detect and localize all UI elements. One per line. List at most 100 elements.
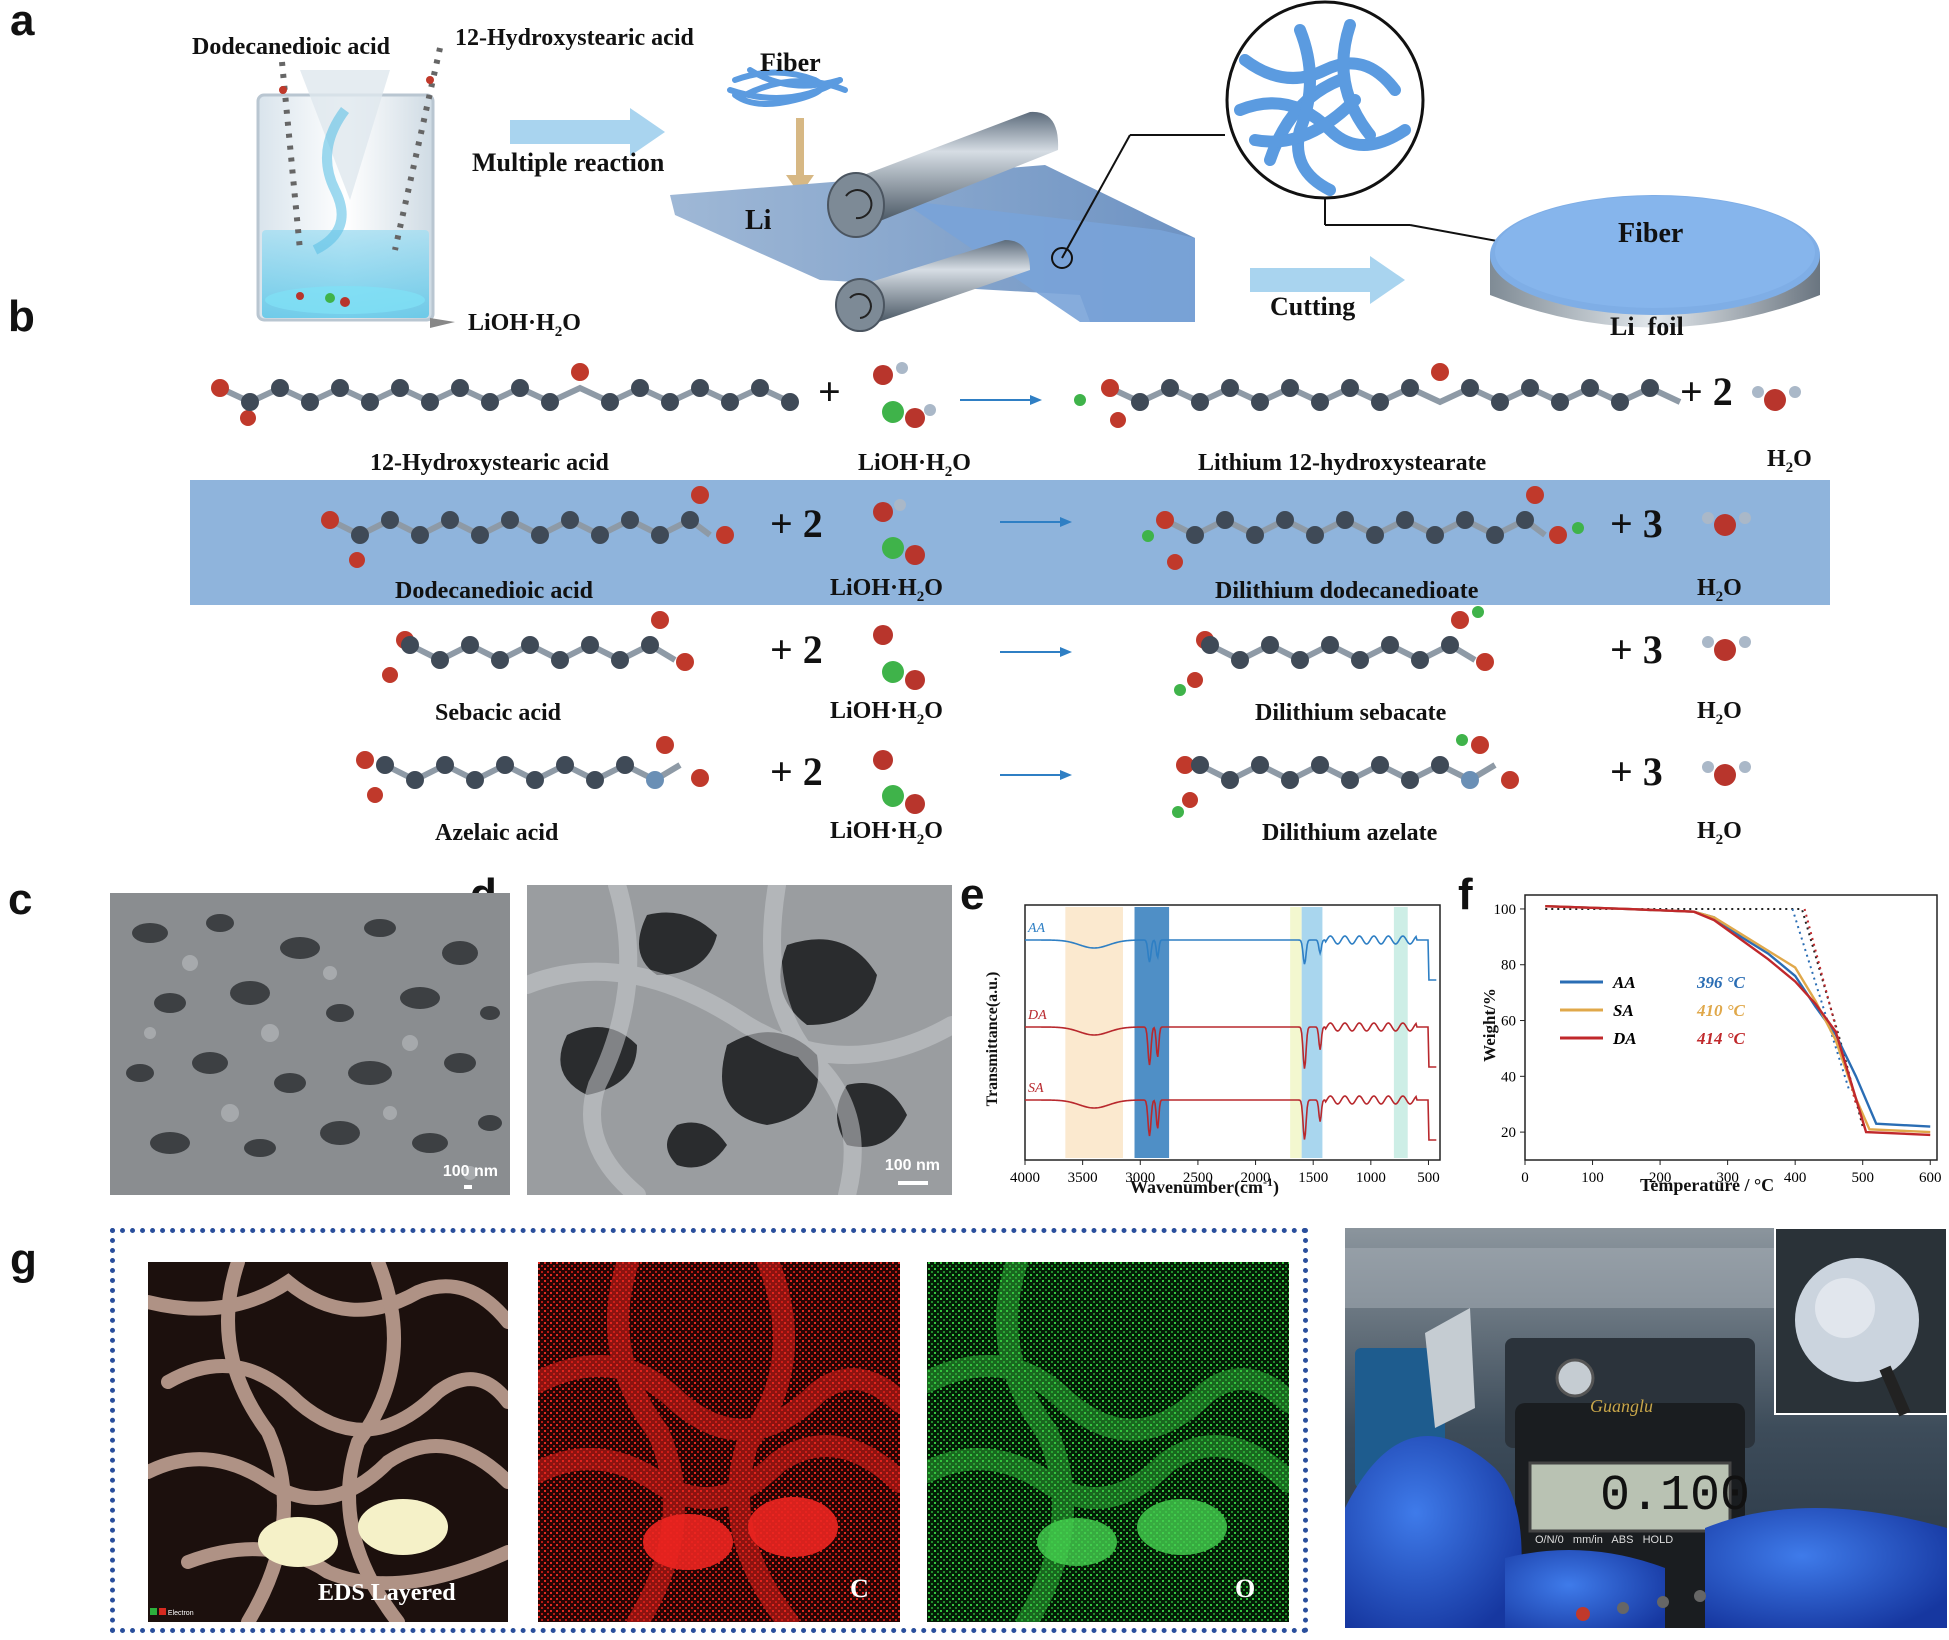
tga-legend-onset-SA: 410 °C [1696, 1001, 1746, 1020]
label-dodecanedioic: Dodecanedioic acid [192, 34, 390, 60]
row2-coef: + 2 [770, 501, 823, 546]
row4-water: H2O [1697, 818, 1742, 848]
row4-atoms [356, 734, 1751, 818]
sem-texture-d [527, 885, 952, 1195]
btn-mm-in: mm/in [1572, 1534, 1603, 1546]
eds-oxygen-label: O [1235, 1574, 1256, 1603]
legend-green-swatch [150, 1608, 157, 1615]
row4-water-coef: + 3 [1610, 749, 1663, 794]
tga-xtick-label-2: 200 [1649, 1170, 1672, 1186]
tga-xtick-label-1: 100 [1581, 1170, 1604, 1186]
ftir-series-DA [1024, 1021, 1437, 1069]
panel-label-g: g [10, 1235, 37, 1284]
row1-plus: + [818, 369, 841, 414]
scale-label-c: 100 nm [442, 1163, 498, 1180]
eds-carbon-label: C [850, 1574, 869, 1603]
label-li-foil: Li foil [1610, 312, 1684, 341]
tga-xtick-label-4: 400 [1784, 1170, 1807, 1186]
row1-reagent: LiOH·H2O [858, 450, 971, 480]
row1-reactant: 12-Hydroxystearic acid [370, 450, 609, 476]
ftir-xtick-label-7: 500 [1417, 1170, 1440, 1186]
ftir-xtick-label-1: 3500 [1068, 1170, 1098, 1186]
sem-texture-c [110, 893, 510, 1195]
drop-arrow [786, 118, 814, 195]
ftir-xtick-label-5: 1500 [1298, 1170, 1328, 1186]
chart-e-xlabel: Wavenumber(cm-1) [1130, 1175, 1279, 1197]
panel-label-a: a [10, 0, 35, 45]
tga-xtick-label-5: 500 [1851, 1170, 1874, 1186]
ftir-series-label-SA: SA [1028, 1081, 1044, 1096]
eds-legend: Electron [150, 1608, 194, 1617]
btn-hold: HOLD [1642, 1534, 1674, 1546]
scale-label-d: 100 nm [884, 1157, 940, 1174]
reaction-molecules [211, 362, 1801, 818]
legend-red-swatch [158, 1608, 166, 1615]
tga-legend-onset-AA: 396 °C [1696, 973, 1746, 992]
row1-product: Lithium 12-hydroxystearate [1198, 450, 1487, 476]
chart-f-xlabel: Temperature / °C [1640, 1175, 1775, 1195]
label-multiple-reaction: Multiple reaction [472, 148, 665, 177]
row4-reagent: LiOH·H2O [830, 818, 943, 848]
row3-reactant: Sebacic acid [435, 700, 561, 726]
cutting-arrow [1250, 256, 1405, 304]
row2-atoms [321, 486, 1751, 570]
chart-f-ylabel: Weight/% [1480, 988, 1499, 1062]
row3-atoms [382, 606, 1751, 696]
ftir-xtick-label-4: 2000 [1241, 1170, 1271, 1186]
tga-legend-name-DA: DA [1612, 1029, 1637, 1048]
btn-abs: ABS [1611, 1534, 1634, 1546]
panel-label-e: e [960, 870, 985, 919]
tga-ytick-label-2: 60 [1501, 1014, 1516, 1030]
row2-water: H2O [1697, 575, 1742, 605]
reaction-arrow [510, 108, 665, 156]
eds-carbon-map: C [538, 1262, 900, 1622]
micrometer-photo: Guanglu 0.100 O/N/0 mm/in ABS HOLD [1345, 1228, 1947, 1628]
ftir-band-2 [1290, 907, 1302, 1158]
micrometer-buttons: O/N/0 mm/in ABS HOLD [1535, 1534, 1673, 1546]
label-fiber-top: Fiber [760, 48, 821, 77]
tga-legend-name-SA: SA [1613, 1001, 1634, 1020]
zoom-callout [1051, 0, 1601, 269]
ftir-xtick-label-3: 2500 [1183, 1170, 1213, 1186]
tga-xtick-label-0: 0 [1521, 1170, 1529, 1186]
row4-product: Dilithium azelate [1262, 820, 1438, 846]
fiber-cluster [727, 67, 848, 107]
row1-atoms [211, 362, 1801, 428]
label-fiber-disc: Fiber [1618, 218, 1684, 249]
ftir-xtick-label-2: 3000 [1125, 1170, 1155, 1186]
btn-on-off: O/N/0 [1535, 1534, 1564, 1546]
label-li: Li [745, 205, 772, 236]
row2-water-coef: + 3 [1610, 501, 1663, 546]
ftir-series-SA [1024, 1094, 1437, 1141]
row4-reactant: Azelaic acid [435, 820, 559, 846]
row2-reagent: LiOH·H2O [830, 575, 943, 605]
panel-label-b: b [8, 292, 35, 341]
eds-frame [110, 1228, 1308, 1633]
sem-image-d: 100 nm [527, 885, 952, 1195]
ftir-xtick-label-0: 4000 [1010, 1170, 1040, 1186]
tga-ytick-label-1: 40 [1501, 1069, 1516, 1085]
rollers [827, 111, 1059, 332]
panel-a-illustration [256, 0, 1820, 332]
tga-frame [1524, 894, 1938, 1161]
tga-tangent-AA [1791, 908, 1851, 1091]
ftir-frame [1024, 904, 1441, 1161]
eds-layered-label: EDS Layered [318, 1580, 456, 1606]
ftir-band-3 [1301, 907, 1323, 1158]
row3-coef: + 2 [770, 627, 823, 672]
chart-e-ylabel: Transmittance(a.u.) [984, 971, 1001, 1107]
row2-reactant: Dodecanedioic acid [395, 578, 593, 604]
label-lioh: LiOH·H2O [468, 310, 581, 340]
ftir-xtick-label-6: 1000 [1356, 1170, 1386, 1186]
tga-xtick-label-6: 600 [1919, 1170, 1942, 1186]
row3-water-coef: + 3 [1610, 627, 1663, 672]
label-hydroxystearic: 12-Hydroxystearic acid [455, 25, 694, 51]
ftir-series-label-DA: DA [1027, 1008, 1047, 1023]
panel-a: Dodecanedioic acid 12-Hydroxystearic aci… [0, 0, 1949, 350]
panel-b: + + 2 12-Hydroxystearic acid LiOH·H2O Li… [0, 350, 1949, 850]
row3-water: H2O [1697, 698, 1742, 728]
tga-legend-onset-DA: 414 °C [1696, 1029, 1746, 1048]
